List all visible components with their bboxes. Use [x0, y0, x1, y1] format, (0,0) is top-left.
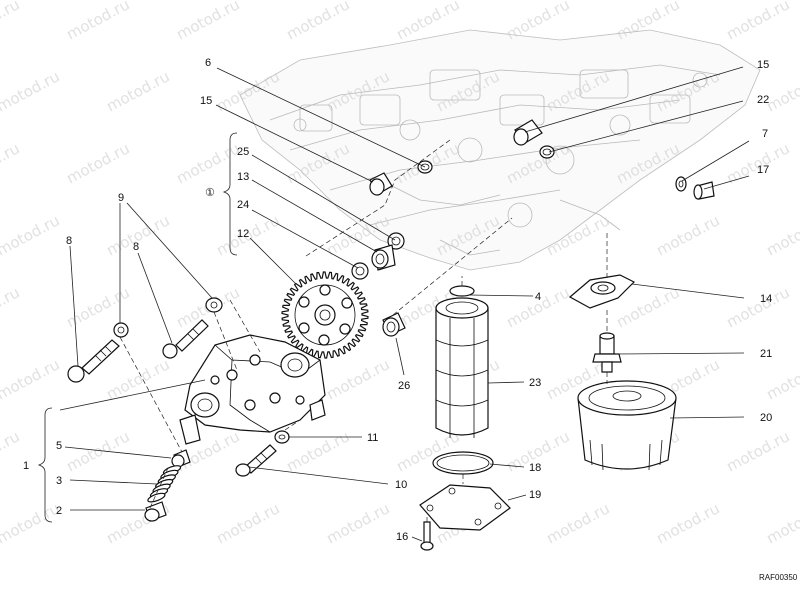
assembly-dash-lines — [119, 139, 608, 522]
watermark-text: motod.ru — [0, 139, 23, 187]
callout-3: 3 — [56, 475, 62, 487]
watermark-text: motod.ru — [0, 499, 63, 547]
watermark-text: motod.ru — [63, 427, 132, 475]
watermark-text: motod.ru — [763, 67, 800, 115]
callout-6: 6 — [205, 57, 211, 69]
o-ring-4 — [449, 285, 475, 297]
watermark-text: motod.ru — [653, 211, 722, 259]
washer-11 — [274, 430, 290, 444]
callout-4: 4 — [535, 291, 541, 303]
screw-16 — [420, 521, 434, 551]
watermark-text: motod.ru — [503, 0, 572, 44]
plug-17 — [693, 181, 715, 200]
watermark-text: motod.ru — [63, 0, 132, 44]
callout-25: 25 — [237, 146, 249, 158]
group-label-circled: ① — [205, 187, 215, 199]
callout-24: 24 — [237, 199, 249, 211]
pump-gear-12 — [281, 271, 369, 359]
spring-coil — [147, 492, 166, 503]
o-ring-18 — [432, 451, 494, 475]
callout-14: 14 — [760, 293, 772, 305]
callout-18: 18 — [529, 462, 541, 474]
o-ring-22 — [539, 145, 555, 159]
watermark-text: motod.ru — [0, 283, 23, 331]
callout-7: 7 — [762, 128, 768, 140]
callout-11: 11 — [367, 432, 378, 444]
callout-2: 2 — [56, 505, 62, 517]
washer-9-left — [113, 322, 129, 338]
watermark-text: motod.ru — [323, 499, 392, 547]
watermark-text: motod.ru — [283, 427, 352, 475]
callout-17: 17 — [757, 164, 769, 176]
callout-22: 22 — [757, 94, 769, 106]
bushing-13 — [371, 244, 396, 271]
watermark-text: motod.ru — [763, 355, 800, 403]
bolt-8-right — [162, 319, 209, 359]
watermark-text: motod.ru — [0, 0, 23, 44]
group-label-1: 1 — [23, 460, 29, 472]
watermark-text: motod.ru — [173, 0, 242, 44]
bolt-8-left — [67, 339, 120, 383]
figure-code: RAF00350 — [759, 573, 798, 582]
watermark-text: motod.ru — [283, 0, 352, 44]
oil-pump-body — [179, 334, 326, 445]
callout-19: 19 — [529, 489, 541, 501]
engine-crankcase — [239, 29, 761, 271]
leader-lines — [59, 66, 750, 542]
callout-21: 21 — [760, 348, 772, 360]
callout-13: 13 — [237, 171, 249, 183]
watermark-text: motod.ru — [723, 0, 792, 44]
cover-19 — [419, 484, 511, 531]
watermark-text: motod.ru — [0, 67, 63, 115]
callout-9: 9 — [118, 192, 124, 204]
callout-10: 10 — [395, 479, 407, 491]
group-brackets — [37, 132, 238, 523]
watermark-text: motod.ru — [0, 355, 63, 403]
callout-26: 26 — [398, 380, 410, 392]
washer-9-right — [205, 297, 223, 313]
callout-23: 23 — [529, 377, 541, 389]
watermark-text: motod.ru — [763, 211, 800, 259]
bolt-10 — [235, 444, 277, 477]
watermark-text: motod.ru — [173, 139, 242, 187]
plug-2 — [144, 501, 167, 522]
callout-5: 5 — [56, 440, 62, 452]
callout-16: 16 — [396, 531, 408, 543]
callout-12: 12 — [237, 228, 249, 240]
washer-24 — [351, 262, 369, 280]
bushing-26 — [382, 312, 406, 337]
bushing-15-right — [513, 119, 543, 146]
watermark-text: motod.ru — [723, 283, 792, 331]
callout-15-left: 15 — [200, 95, 212, 107]
watermark-text: motod.ru — [213, 499, 282, 547]
nipple-21 — [592, 332, 622, 373]
watermark-text: motod.ru — [763, 499, 800, 547]
watermark-text: motod.ru — [103, 355, 172, 403]
callout-15-right: 15 — [757, 59, 769, 71]
watermark-text: motod.ru — [653, 499, 722, 547]
watermark-text: motod.ru — [543, 499, 612, 547]
callout-8-left: 8 — [66, 235, 72, 247]
watermark-text: motod.ru — [0, 211, 63, 259]
watermark-text: motod.ru — [63, 139, 132, 187]
oil-filter-20 — [577, 380, 677, 471]
bracket-14 — [568, 274, 636, 309]
bushing-15-left — [369, 172, 393, 196]
callout-8-right: 8 — [133, 241, 139, 253]
watermark-text: motod.ru — [0, 427, 23, 475]
callout-20: 20 — [760, 412, 772, 424]
filter-screen-23 — [435, 297, 489, 438]
callout-labels: 6 15 15 22 7 17 25 13 24 12 ① 9 8 8 4 14… — [23, 57, 798, 582]
watermark-text: motod.ru — [723, 427, 792, 475]
watermark-text: motod.ru — [103, 67, 172, 115]
watermark-text: motod.ru — [323, 355, 392, 403]
